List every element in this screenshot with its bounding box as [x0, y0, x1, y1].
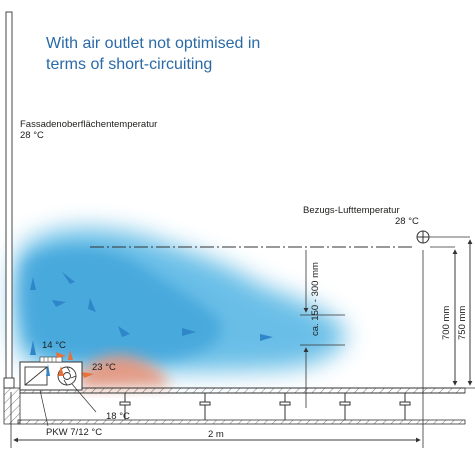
warm-air-zone	[80, 354, 170, 388]
height-range-label: ca. 150 - 300 mm	[310, 262, 321, 336]
title-line-1: With air outlet not optimised in	[46, 35, 261, 52]
dim-750-label: 750 mm	[457, 305, 468, 340]
facade-temperature-value: 28 °C	[20, 130, 44, 141]
cold-air-core	[18, 247, 222, 363]
blue-air-arrows	[30, 272, 273, 376]
width-dimension-label: 2 m	[208, 429, 224, 440]
temperature-14-label: 14 °C	[42, 340, 66, 351]
orange-air-arrows	[56, 350, 94, 378]
dim-700-label: 700 mm	[441, 305, 452, 340]
reference-temperature-label: Bezugs-Lufttemperatur	[303, 205, 400, 216]
raised-floor	[3, 387, 466, 425]
floor-pedestals	[119, 393, 411, 420]
reference-height-line	[90, 230, 470, 248]
temperature-23-label: 23 °C	[92, 362, 116, 373]
facade-wall	[3, 11, 15, 389]
pkw-label: PKW 7/12 °C	[46, 427, 103, 438]
reference-temperature-value: 28 °C	[395, 216, 419, 227]
temperature-18-label: 18 °C	[106, 411, 130, 422]
leader-lines	[39, 383, 97, 427]
dimension-lines	[10, 239, 475, 448]
title-line-2: terms of short-circuiting	[46, 56, 213, 73]
facade-temperature-label: Fassadenoberflächentemperatur	[20, 119, 158, 130]
diagram-title: With air outlet not optimised in terms o…	[46, 33, 260, 75]
